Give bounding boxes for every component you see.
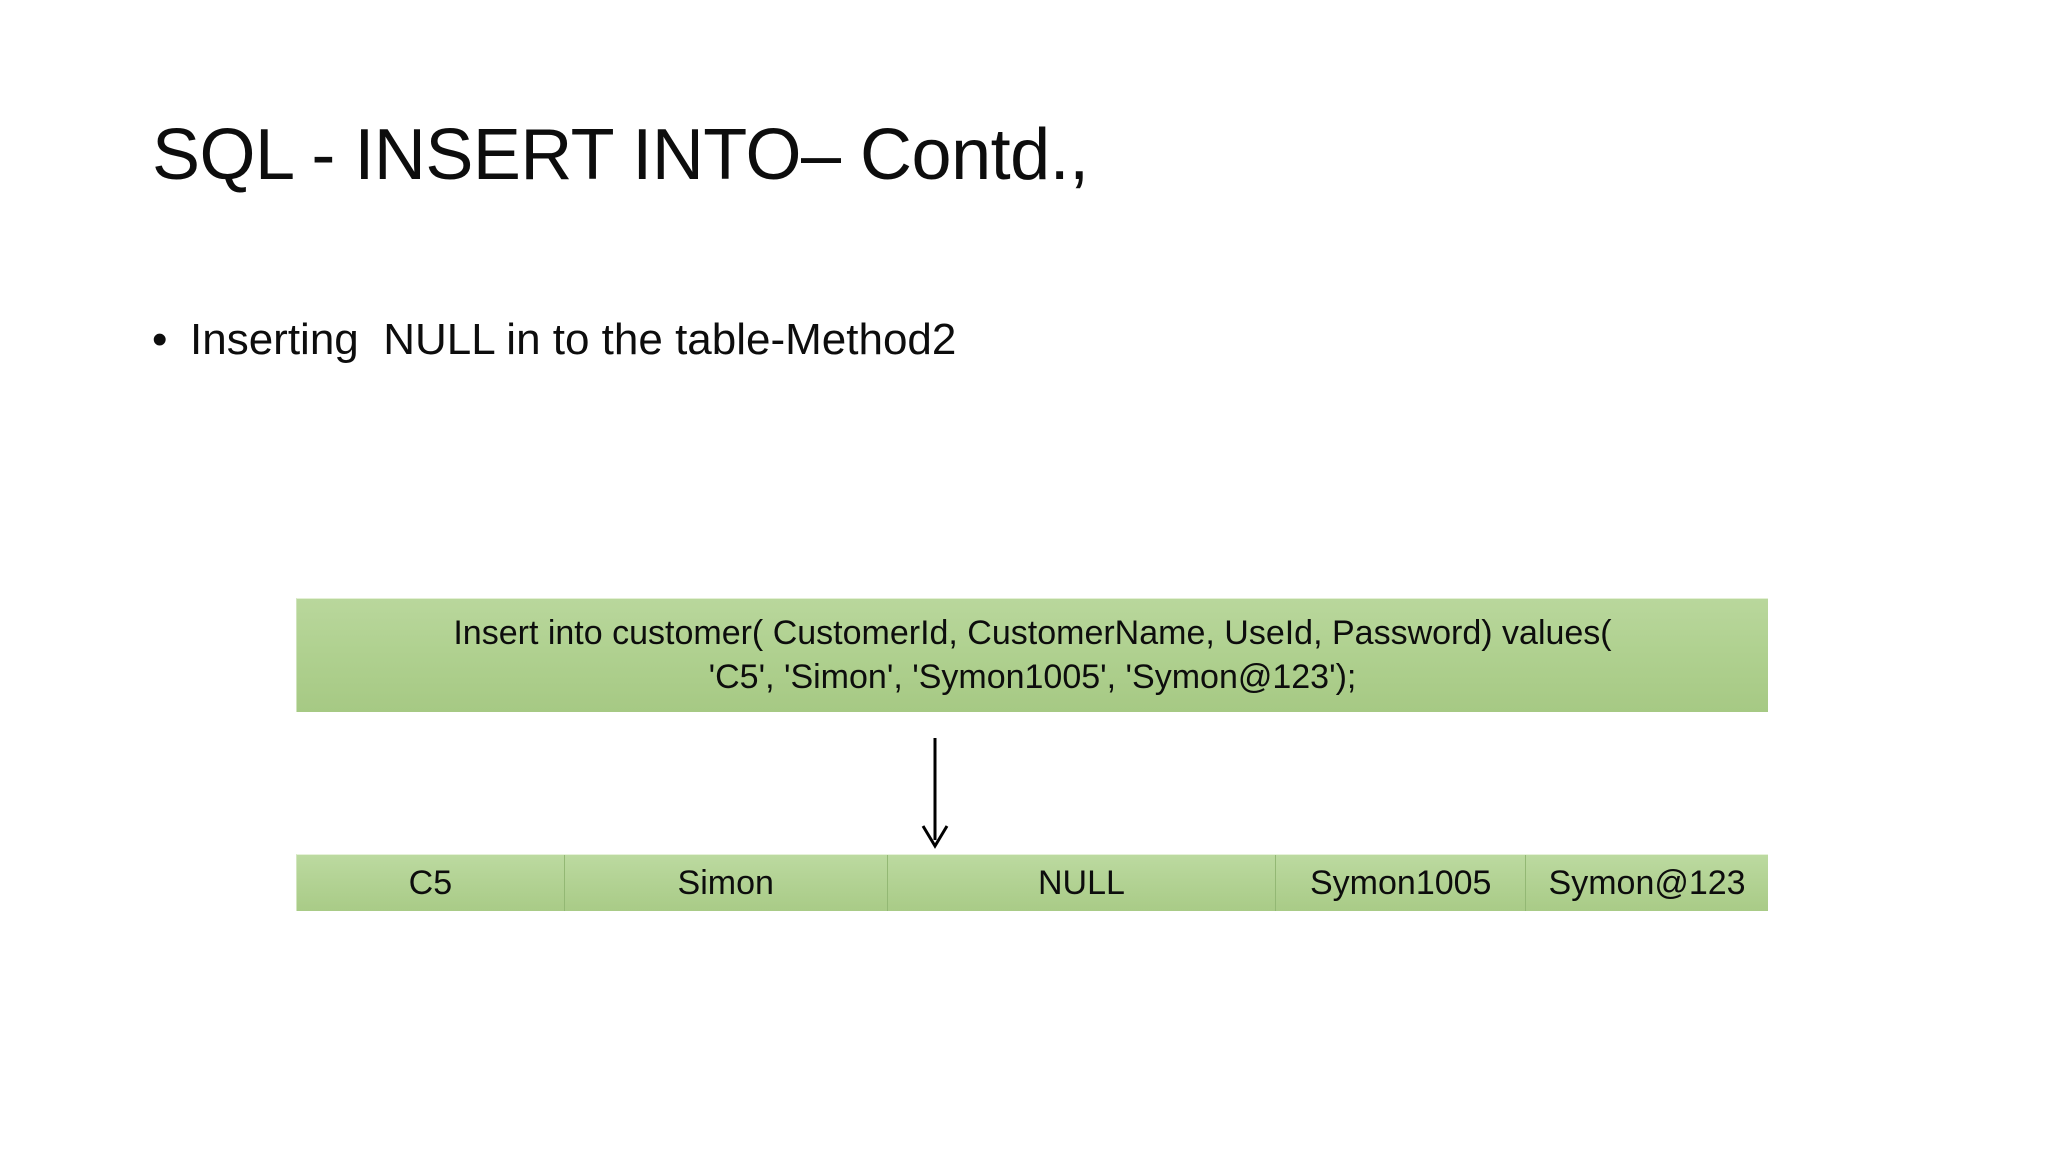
flow-arrow-down-icon bbox=[905, 738, 965, 850]
bullet-point-icon: • bbox=[152, 315, 168, 364]
bullet-list-item: • Inserting NULL in to the table-Method2 bbox=[152, 313, 1872, 367]
sql-statement-box: Insert into customer( CustomerId, Custom… bbox=[296, 598, 1768, 712]
table-cell-use-id: NULL bbox=[888, 855, 1277, 911]
sql-statement-text: Insert into customer( CustomerId, Custom… bbox=[453, 613, 1612, 696]
table-cell-password: Symon@123 bbox=[1548, 864, 1746, 902]
result-table-row: C5 Simon NULL Symon1005 Symon@123 bbox=[296, 854, 1768, 911]
table-cell-customer-name: Simon bbox=[565, 855, 888, 911]
bullet-item-label: Inserting NULL in to the table-Method2 bbox=[190, 315, 957, 364]
page-title: SQL - INSERT INTO– Contd., bbox=[152, 115, 1089, 195]
table-cell-user-id-value: Symon1005 bbox=[1276, 855, 1527, 911]
table-cell-customer-id: C5 bbox=[297, 855, 565, 911]
